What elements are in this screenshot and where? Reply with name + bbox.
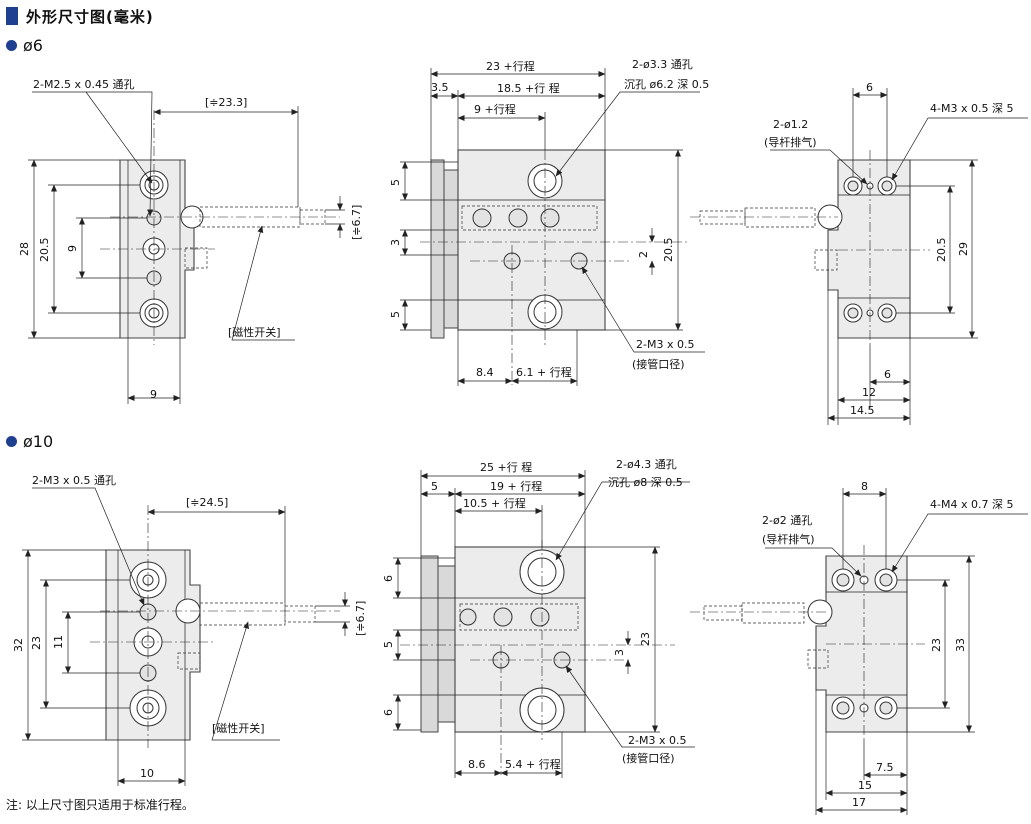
d6-side-dim-5-top: 5 bbox=[389, 179, 402, 186]
d10-side-dim-23: 23 bbox=[639, 632, 652, 646]
d6-front-dim-6-7: [≑6.7] bbox=[350, 205, 363, 240]
d6-side-dim-20-5: 20.5 bbox=[662, 238, 675, 263]
d6-side-hole-spec-1: 2-ø3.3 通孔 bbox=[632, 58, 693, 71]
d6-rear-dim-29: 29 bbox=[957, 242, 970, 256]
d6-side-port-spec-1: 2-M3 x 0.5 bbox=[636, 338, 694, 351]
d10-rear-dim-33: 33 bbox=[954, 638, 967, 652]
d6-front-dim-20-5: 20.5 bbox=[38, 238, 51, 263]
d6-front-port-callout: 2-M2.5 x 0.45 通孔 bbox=[33, 78, 134, 91]
d6-front-dim-23-3: [≑23.3] bbox=[205, 96, 247, 109]
d6-side-dim-5-bottom: 5 bbox=[389, 311, 402, 318]
d10-front-switch-label: [磁性开关] bbox=[212, 721, 265, 735]
d10-front-port-callout: 2-M3 x 0.5 通孔 bbox=[32, 474, 116, 487]
d6-side-dim-18-5-stroke: 18.5 +行 程 bbox=[497, 82, 560, 95]
d10-side-dim-5-middle: 5 bbox=[382, 641, 395, 648]
d6-side-dim-9-stroke: 9 +行程 bbox=[474, 103, 516, 116]
d10-side-dim-6-top: 6 bbox=[382, 575, 395, 582]
d10-rear-dim-23: 23 bbox=[930, 638, 943, 652]
d6-side-view: 3.5 23 +行程 18.5 +行 程 9 +行程 2-ø3.3 通孔 沉孔 … bbox=[389, 58, 709, 386]
d10-rear-dim-17: 17 bbox=[852, 796, 866, 809]
d10-side-dim-25-stroke: 25 +行 程 bbox=[480, 461, 532, 474]
section-label-d10: ø10 bbox=[6, 432, 53, 451]
d10-side-dim-3: 3 bbox=[613, 649, 626, 656]
d6-rear-dim-12: 12 bbox=[862, 386, 876, 399]
d6-rear-thread-spec: 4-M3 x 0.5 深 5 bbox=[930, 102, 1013, 115]
d6-side-dim-3: 3 bbox=[389, 239, 402, 246]
d6-front-switch-label: [磁性开关] bbox=[228, 325, 281, 339]
d6-side-dim-2: 2 bbox=[637, 251, 650, 258]
d10-side-dim-6-bottom: 6 bbox=[382, 709, 395, 716]
d6-side-dim-3-5: 3.5 bbox=[431, 81, 449, 94]
d6-front-dim-28: 28 bbox=[18, 242, 31, 256]
bullet-icon bbox=[6, 40, 17, 51]
d10-side-dim-19-stroke: 19 + 行程 bbox=[490, 480, 542, 493]
d6-front-dim-9-horizontal: 9 bbox=[150, 388, 157, 401]
d10-side-hole-spec-2: 沉孔 ø8 深 0.5 bbox=[608, 476, 683, 489]
d6-side-dim-23-stroke: 23 +行程 bbox=[486, 60, 535, 73]
d10-rear-dim-15: 15 bbox=[858, 779, 872, 792]
d10-front-view: 2-M3 x 0.5 通孔 [≑24.5] [≑6.7] [磁性开关] 32 2… bbox=[12, 474, 367, 786]
d10-side-dim-10-5-stroke: 10.5 + 行程 bbox=[463, 497, 526, 510]
d6-rear-dim-6-bottom: 6 bbox=[884, 368, 891, 381]
d10-rear-thread-spec: 4-M4 x 0.7 深 5 bbox=[930, 498, 1013, 511]
footnote: 注: 以上尺寸图只适用于标准行程。 bbox=[6, 798, 194, 812]
d6-rear-vent-spec-2: (导杆排气) bbox=[764, 135, 817, 149]
d10-rear-dim-8-top: 8 bbox=[861, 480, 868, 493]
d6-rear-dim-6-top: 6 bbox=[866, 81, 873, 94]
d10-side-view: 5 25 +行 程 19 + 行程 10.5 + 行程 2-ø4.3 通孔 沉孔… bbox=[382, 458, 695, 778]
d10-front-dim-10: 10 bbox=[140, 767, 154, 780]
d6-side-port-spec-2: (接管口径) bbox=[632, 357, 685, 371]
d10-front-dim-32: 32 bbox=[12, 638, 25, 652]
section-label-text: ø6 bbox=[23, 36, 43, 55]
d10-front-dim-23: 23 bbox=[30, 636, 43, 650]
d6-rear-dim-20-5: 20.5 bbox=[935, 238, 948, 263]
d10-rear-vent-spec-1: 2-ø2 通孔 bbox=[762, 514, 812, 527]
d10-rear-dim-7-5: 7.5 bbox=[876, 761, 894, 774]
d10-side-port-spec-2: (接管口径) bbox=[622, 751, 675, 765]
d10-side-dim-8-6: 8.6 bbox=[468, 758, 486, 771]
d10-front-dim-11: 11 bbox=[52, 635, 65, 649]
d10-front-dim-6-7: [≑6.7] bbox=[354, 601, 367, 636]
d10-side-dim-5: 5 bbox=[431, 480, 438, 493]
d10-rear-vent-spec-2: (导杆排气) bbox=[762, 532, 815, 546]
d6-rear-dim-14-5: 14.5 bbox=[850, 404, 875, 417]
d10-front-dim-24-5: [≑24.5] bbox=[186, 496, 228, 509]
d6-front-dim-9-vertical: 9 bbox=[66, 245, 79, 252]
section-header: 外形尺寸图(毫米) bbox=[6, 4, 154, 28]
d10-side-dim-5-4-stroke: 5.4 + 行程 bbox=[505, 758, 561, 771]
d6-side-dim-6-1-stroke: 6.1 + 行程 bbox=[516, 366, 572, 379]
d6-rear-view: 6 4-M3 x 0.5 深 5 2-ø1.2 (导杆排气) 20.5 29 6… bbox=[690, 81, 1028, 425]
section-label-d6: ø6 bbox=[6, 36, 43, 55]
page-title: 外形尺寸图(毫米) bbox=[26, 7, 154, 26]
d10-rear-view: 8 4-M4 x 0.7 深 5 2-ø2 通孔 (导杆排气) 23 33 7.… bbox=[690, 480, 1028, 815]
d6-front-view: 2-M2.5 x 0.45 通孔 [≑23.3] [≑6.7] [磁性开关] 2… bbox=[18, 78, 363, 404]
header-accent-bar bbox=[6, 7, 18, 25]
d10-side-port-spec-1: 2-M3 x 0.5 bbox=[628, 734, 686, 747]
d10-side-hole-spec-1: 2-ø4.3 通孔 bbox=[616, 458, 677, 471]
d6-side-dim-8-4: 8.4 bbox=[476, 366, 494, 379]
section-label-text: ø10 bbox=[23, 432, 54, 451]
d6-rear-vent-spec-1: 2-ø1.2 bbox=[773, 118, 808, 131]
bullet-icon bbox=[6, 436, 17, 447]
d6-side-hole-spec-2: 沉孔 ø6.2 深 0.5 bbox=[624, 78, 709, 91]
